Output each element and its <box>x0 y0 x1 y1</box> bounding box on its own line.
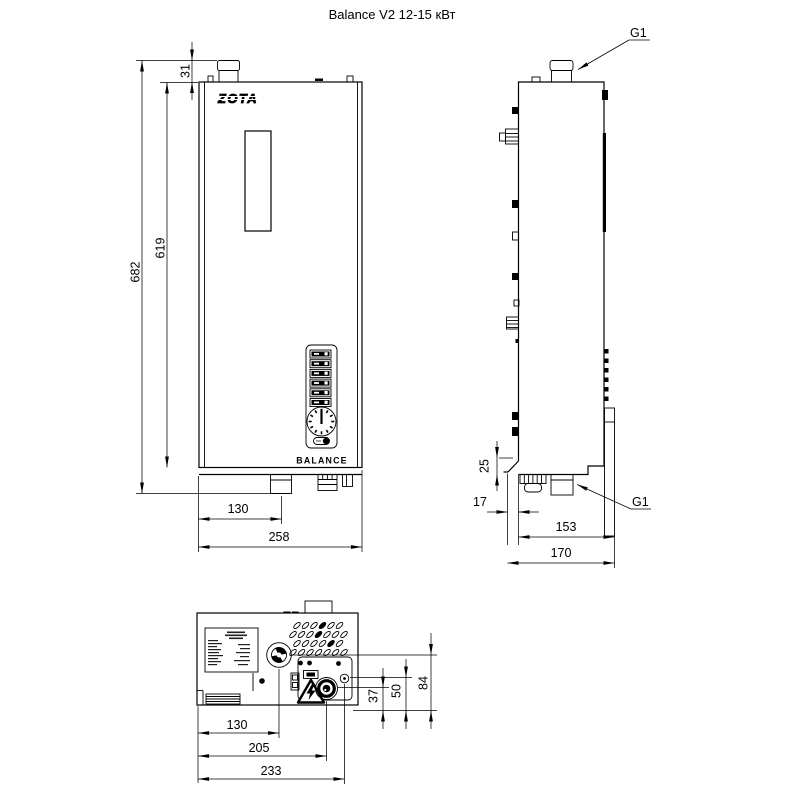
dim-case-depth: 153 <box>518 520 615 568</box>
indicator-lamp <box>313 437 330 445</box>
side-bottom-lip <box>503 460 519 473</box>
side-right-details <box>602 90 609 401</box>
side-top-pipe <box>549 60 574 83</box>
power-connector <box>315 677 338 700</box>
svg-text:G1: G1 <box>632 495 649 509</box>
dim-lip-depth: 17 <box>473 473 539 545</box>
front-body <box>198 81 363 469</box>
svg-text:130: 130 <box>228 502 249 516</box>
model-label: BALANCE <box>296 456 347 466</box>
drawing-title: Balance V2 12-15 кВт <box>329 7 456 22</box>
screw <box>259 678 265 684</box>
wall-bracket <box>604 407 615 537</box>
door-window <box>244 130 272 232</box>
svg-text:153: 153 <box>556 520 577 534</box>
svg-text:619: 619 <box>153 238 167 259</box>
bottom-view: 130 205 233 37 50 84 <box>196 600 437 784</box>
svg-text:682: 682 <box>128 262 142 283</box>
front-top-mark <box>315 78 323 81</box>
svg-text:ZOTA: ZOTA <box>217 91 258 106</box>
nameplate <box>204 627 259 673</box>
svg-text:37: 37 <box>366 689 380 703</box>
side-body <box>517 81 605 476</box>
vent-slot <box>205 693 241 705</box>
svg-text:258: 258 <box>269 530 290 544</box>
svg-text:50: 50 <box>389 684 403 698</box>
dim-overall-depth: 170 <box>507 546 615 565</box>
front-top-tab-right <box>346 75 354 83</box>
warning-triangle-icon <box>296 678 326 704</box>
svg-text:84: 84 <box>416 676 430 690</box>
svg-text:17: 17 <box>473 495 487 509</box>
pump-fitting <box>266 642 292 668</box>
dim-fitting-height: 31 <box>136 42 217 100</box>
g1-bottom-callout: G1 <box>576 484 651 510</box>
dim-pipe-depth: 84 <box>416 633 433 729</box>
side-view: G1 G1 25 17 153 170 <box>473 26 651 568</box>
bottom-pipe-stub <box>304 600 333 614</box>
dim-connector-depth: 37 <box>366 668 385 729</box>
svg-text:170: 170 <box>551 546 572 560</box>
dim-bottom-vertical-refs <box>292 654 437 711</box>
dim-body-height: 619 <box>153 82 198 468</box>
vent-holes <box>289 621 348 657</box>
dim-bottom-pipe-offset: 130 <box>197 669 280 783</box>
dim-lip-height: 25 <box>477 441 513 491</box>
g1-top-callout: G1 <box>577 26 650 70</box>
rocker-switches <box>309 349 332 407</box>
thermostat-dial <box>306 406 337 437</box>
svg-text:25: 25 <box>477 459 491 473</box>
side-cable-gland <box>519 474 547 493</box>
front-small-fitting <box>342 474 353 487</box>
svg-text:205: 205 <box>249 741 270 755</box>
front-view: ZOTA <box>128 42 363 552</box>
switch <box>290 672 300 691</box>
dim-front-width: 258 <box>198 470 363 552</box>
front-top-pipe <box>217 60 240 83</box>
dim-bottom-terminal-offset: 233 <box>198 684 345 784</box>
dim-terminal-depth: 50 <box>389 659 408 729</box>
bottom-body <box>196 612 359 706</box>
side-top-tab <box>531 76 541 83</box>
front-top-tab-left <box>207 75 214 83</box>
side-bottom-pipe <box>550 474 574 496</box>
sensor-terminal <box>339 673 350 684</box>
terminal-block <box>303 670 319 679</box>
dim-front-pipe-offset: 130 <box>198 476 282 552</box>
svg-text:233: 233 <box>261 764 282 778</box>
svg-text:G1: G1 <box>630 26 647 40</box>
svg-text:31: 31 <box>178 64 192 78</box>
svg-text:130: 130 <box>227 718 248 732</box>
electric-panel <box>290 656 353 704</box>
control-panel <box>305 344 338 449</box>
dim-overall-height: 682 <box>128 60 290 494</box>
front-bottom-pipe <box>270 474 292 494</box>
brand-logo: ZOTA <box>217 91 262 106</box>
front-cable-gland <box>317 474 338 491</box>
dim-bottom-connector-offset: 205 <box>198 701 327 761</box>
side-left-details <box>499 107 520 436</box>
